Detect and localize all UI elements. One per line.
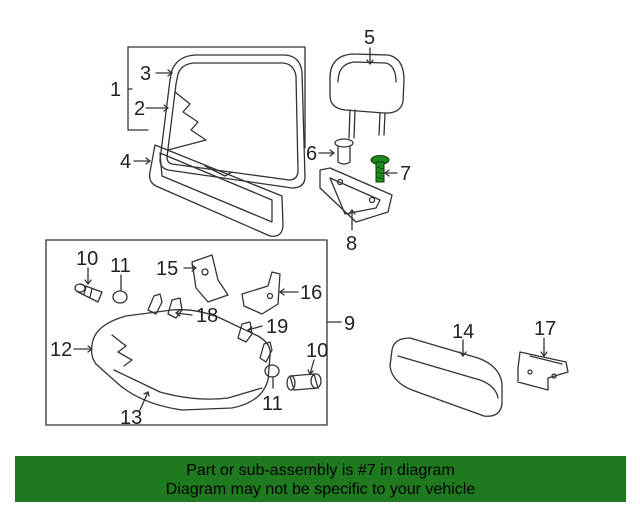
callout-11-lower: 11 [262,393,283,415]
leader-lines [73,47,548,411]
callout-1: 1 [110,79,121,101]
callout-13: 13 [120,407,142,429]
bracket-16[interactable] [241,271,281,315]
seatback-pad-cutaway [167,91,207,151]
callout-4: 4 [120,151,131,173]
bolt-10-upper[interactable] [74,283,103,303]
callout-2: 2 [134,98,145,120]
seatback-frame[interactable] [148,144,284,237]
info-banner: Part or sub-assembly is #7 in diagram Di… [15,456,626,502]
callout-12: 12 [50,339,72,361]
headrest-bracket[interactable] [319,167,393,223]
cap-11-upper[interactable] [112,290,128,304]
callout-10-lower: 10 [306,340,328,362]
callout-6: 6 [306,143,317,165]
callout-7: 7 [400,163,411,185]
cap-11-lower[interactable] [264,364,280,378]
hinge-bracket-15[interactable] [191,254,229,303]
callout-14: 14 [452,321,474,343]
cushion-pad-cutaway [111,334,133,367]
parts-diagram: 1 2 3 4 5 6 7 8 9 10 11 12 13 14 15 16 1… [45,27,569,429]
headrest-guide[interactable] [334,138,354,165]
callout-11-upper: 11 [110,255,131,277]
callout-8: 8 [346,233,357,255]
hook-left [147,293,163,315]
callout-16: 16 [300,282,322,304]
bolt-7-highlighted[interactable] [370,155,390,183]
callout-5: 5 [364,27,375,49]
seatback-cover[interactable] [159,54,306,189]
cushion-group-box [45,239,328,426]
callout-17: 17 [534,318,556,340]
callout-9: 9 [344,313,355,335]
headrest[interactable] [329,53,405,139]
callout-15: 15 [156,258,178,280]
hinge-17[interactable] [517,351,569,391]
callout-19: 19 [266,316,288,338]
armrest[interactable] [389,337,503,417]
banner-line-2: Diagram may not be specific to your vehi… [165,481,476,498]
callout-10-upper: 10 [76,248,98,270]
callout-3: 3 [140,63,151,85]
banner-line-1: Part or sub-assembly is #7 in diagram [186,462,455,479]
hook-right [259,341,273,363]
seatback-group-box [127,46,306,149]
bolt-10-lower[interactable] [286,373,322,391]
callout-18: 18 [196,305,218,327]
clip-18[interactable] [167,297,183,319]
seat-cushion[interactable] [90,309,271,411]
